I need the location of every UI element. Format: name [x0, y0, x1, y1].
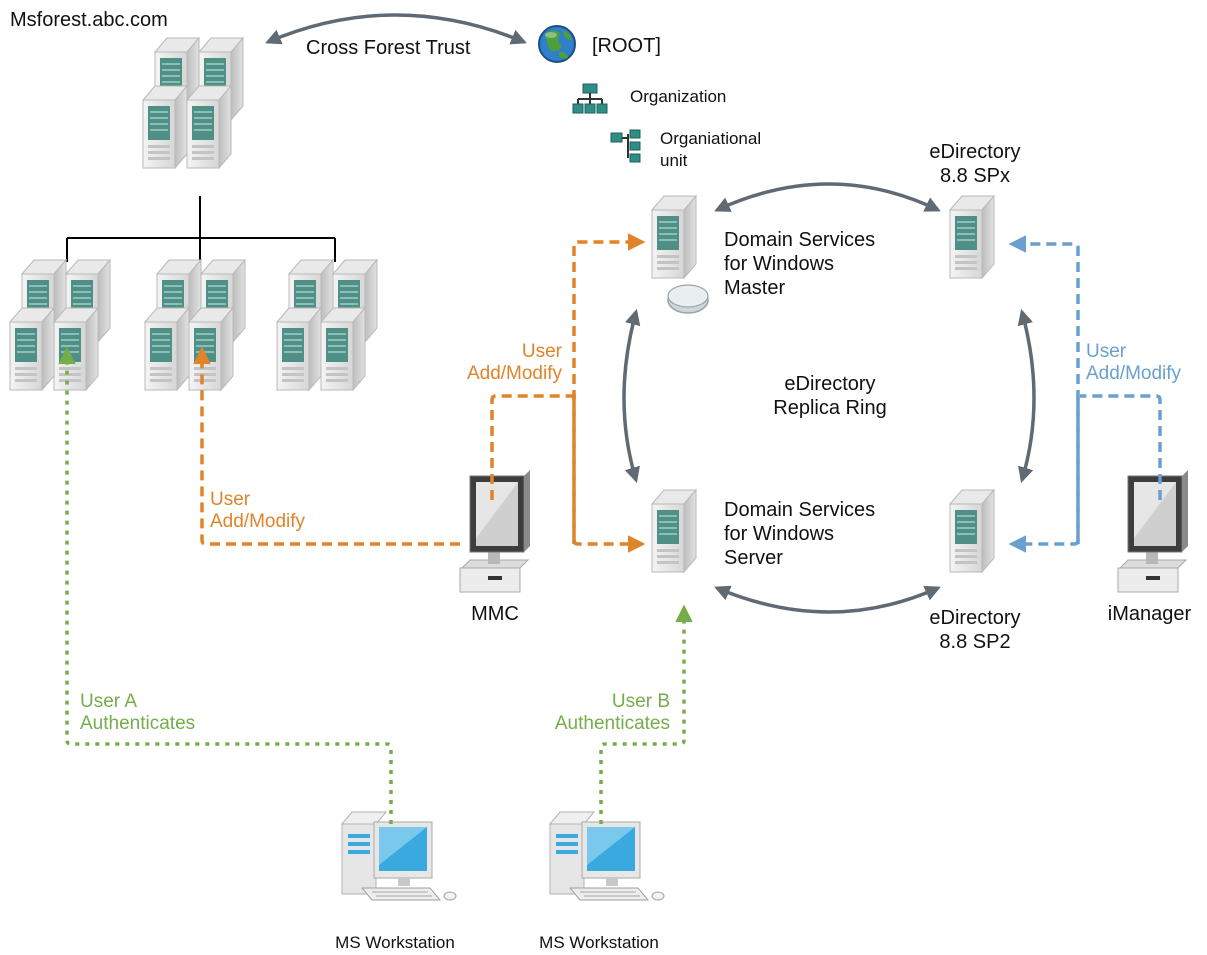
- domain-user-label-line2: Add/Modify: [210, 511, 306, 532]
- master-label-line1: Domain Services: [724, 229, 876, 251]
- edirectory-sp2-server-icon: [949, 489, 995, 573]
- edirectory-spx-server-icon: [949, 195, 995, 279]
- user-b-auth-path: [599, 604, 693, 824]
- user-b-label-line1: User B: [611, 691, 670, 712]
- windows-server-icon: [651, 489, 697, 573]
- server-label-line1: Domain Services: [724, 499, 876, 521]
- ms-workstation-b-label: MS Workstation: [539, 933, 659, 952]
- ring-arrow-left: [622, 308, 641, 484]
- domain-server-cluster-2: [145, 260, 245, 390]
- server-label-line2: for Windows: [724, 523, 835, 545]
- user-b-label-line2: Authenticates: [554, 713, 670, 734]
- replica-ring-label-line2: Replica Ring: [773, 397, 887, 419]
- master-label-line3: Master: [724, 277, 786, 299]
- imanager-user-label-line2: Add/Modify: [1086, 363, 1182, 384]
- globe-icon: [538, 25, 576, 63]
- mmc-computer-icon: [459, 469, 531, 593]
- mmc-to-server: [572, 396, 646, 553]
- mmc-to-domain: [193, 346, 460, 546]
- domain-server-cluster-3: [277, 260, 377, 390]
- master-label-line2: for Windows: [724, 253, 835, 275]
- domain-server-cluster-1: [10, 260, 110, 390]
- user-a-label-line2: Authenticates: [80, 713, 196, 734]
- domain-user-label-line1: User: [210, 489, 251, 510]
- organization-icon: [572, 83, 608, 114]
- forest-name: Msforest.abc.com: [10, 9, 168, 31]
- imanager-flows: [1008, 235, 1162, 553]
- organization-label: Organization: [630, 87, 727, 106]
- authentication-flows: [58, 346, 693, 824]
- replica-ring-arrows: [622, 182, 1036, 614]
- ou-label-line1: Organiational: [660, 129, 762, 148]
- mmc-user-label-line2: Add/Modify: [466, 363, 562, 384]
- imanager-computer-icon: [1117, 469, 1189, 593]
- ring-arrow-top: [714, 182, 941, 212]
- mmc-trunk: [490, 394, 576, 500]
- cross-forest-trust-label: Cross Forest Trust: [306, 37, 471, 59]
- cross-forest-trust-arrow: [265, 13, 527, 45]
- replica-ring-label-line1: eDirectory: [784, 373, 876, 395]
- mmc-label: MMC: [471, 603, 519, 625]
- mmc-flows: [193, 233, 646, 553]
- ring-arrow-bottom: [714, 585, 941, 614]
- user-a-auth-path: [58, 346, 393, 824]
- ou-label-line2: unit: [660, 151, 688, 170]
- user-a-label-line1: User A: [80, 691, 138, 712]
- sp2-label-line1: eDirectory: [929, 607, 1021, 629]
- imanager-label: iManager: [1107, 603, 1192, 625]
- mmc-user-label-line1: User: [521, 341, 562, 362]
- root-label: [ROOT]: [592, 35, 661, 57]
- imanager-user-label-line1: User: [1086, 341, 1127, 362]
- imanager-to-spx: [1008, 235, 1080, 544]
- ring-arrow-right: [1017, 308, 1036, 484]
- imanager-trunk: [1080, 394, 1162, 500]
- sp2-label-line2: 8.8 SP2: [939, 631, 1011, 653]
- mmc-to-master: [572, 233, 646, 544]
- spx-label-line2: 8.8 SPx: [939, 165, 1011, 187]
- forest-tree-lines: [66, 196, 336, 262]
- forest-root-server-cluster: [143, 38, 243, 168]
- spx-label-line1: eDirectory: [929, 141, 1021, 163]
- ms-workstation-a-label: MS Workstation: [335, 933, 455, 952]
- organizational-unit-icon: [610, 129, 641, 163]
- server-label-line3: Server: [724, 547, 783, 569]
- ms-workstation-b-icon: [549, 811, 665, 901]
- imanager-to-sp2: [1008, 396, 1080, 553]
- ms-workstation-a-icon: [341, 811, 457, 901]
- master-server-icon: [651, 195, 709, 314]
